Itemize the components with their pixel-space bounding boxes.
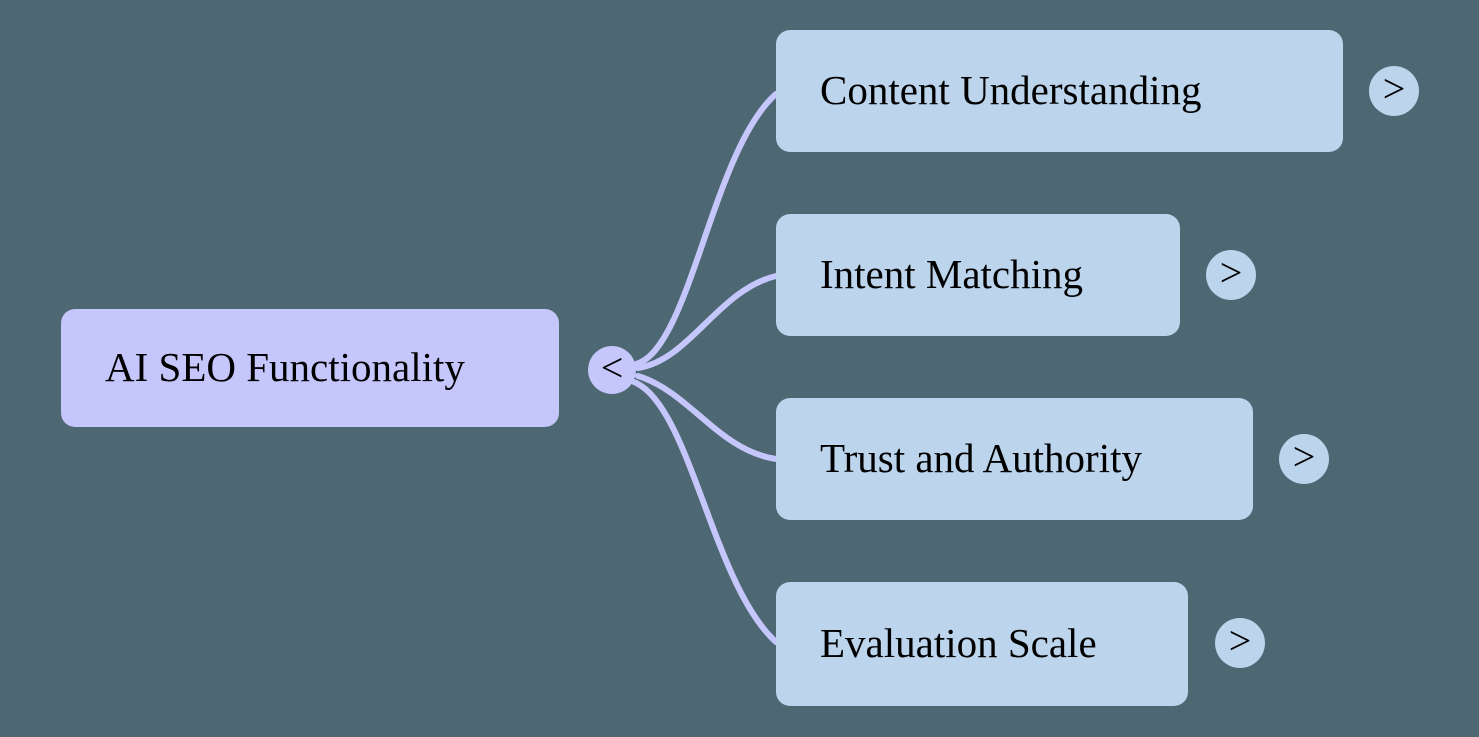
root-collapse-toggle[interactable]: < (588, 346, 636, 394)
chevron-right-icon: > (1219, 250, 1243, 295)
chevron-right-icon: > (1382, 66, 1406, 111)
root-node[interactable]: AI SEO Functionality (61, 309, 559, 427)
edge-to-trust-and-authority (635, 373, 779, 462)
chevron-right-icon: > (1228, 618, 1252, 663)
edge-to-evaluation-scale (631, 379, 779, 645)
branch-expand-toggle-evaluation-scale[interactable]: > (1215, 618, 1265, 668)
edge-to-intent-matching (635, 273, 779, 371)
chevron-left-icon: < (600, 345, 624, 390)
branch-node-label: Content Understanding (820, 67, 1202, 114)
branch-expand-toggle-content-understanding[interactable]: > (1369, 66, 1419, 116)
branch-node-intent-matching[interactable]: Intent Matching (776, 214, 1180, 336)
branch-node-label: Evaluation Scale (820, 620, 1097, 667)
root-node-label: AI SEO Functionality (105, 344, 465, 391)
branch-node-evaluation-scale[interactable]: Evaluation Scale (776, 582, 1188, 706)
branch-expand-toggle-trust-and-authority[interactable]: > (1279, 434, 1329, 484)
branch-node-trust-and-authority[interactable]: Trust and Authority (776, 398, 1253, 520)
edge-to-content-understanding (633, 91, 779, 367)
chevron-right-icon: > (1292, 434, 1316, 479)
branch-node-label: Trust and Authority (820, 435, 1142, 482)
branch-node-content-understanding[interactable]: Content Understanding (776, 30, 1343, 152)
branch-node-label: Intent Matching (820, 251, 1084, 298)
branch-expand-toggle-intent-matching[interactable]: > (1206, 250, 1256, 300)
